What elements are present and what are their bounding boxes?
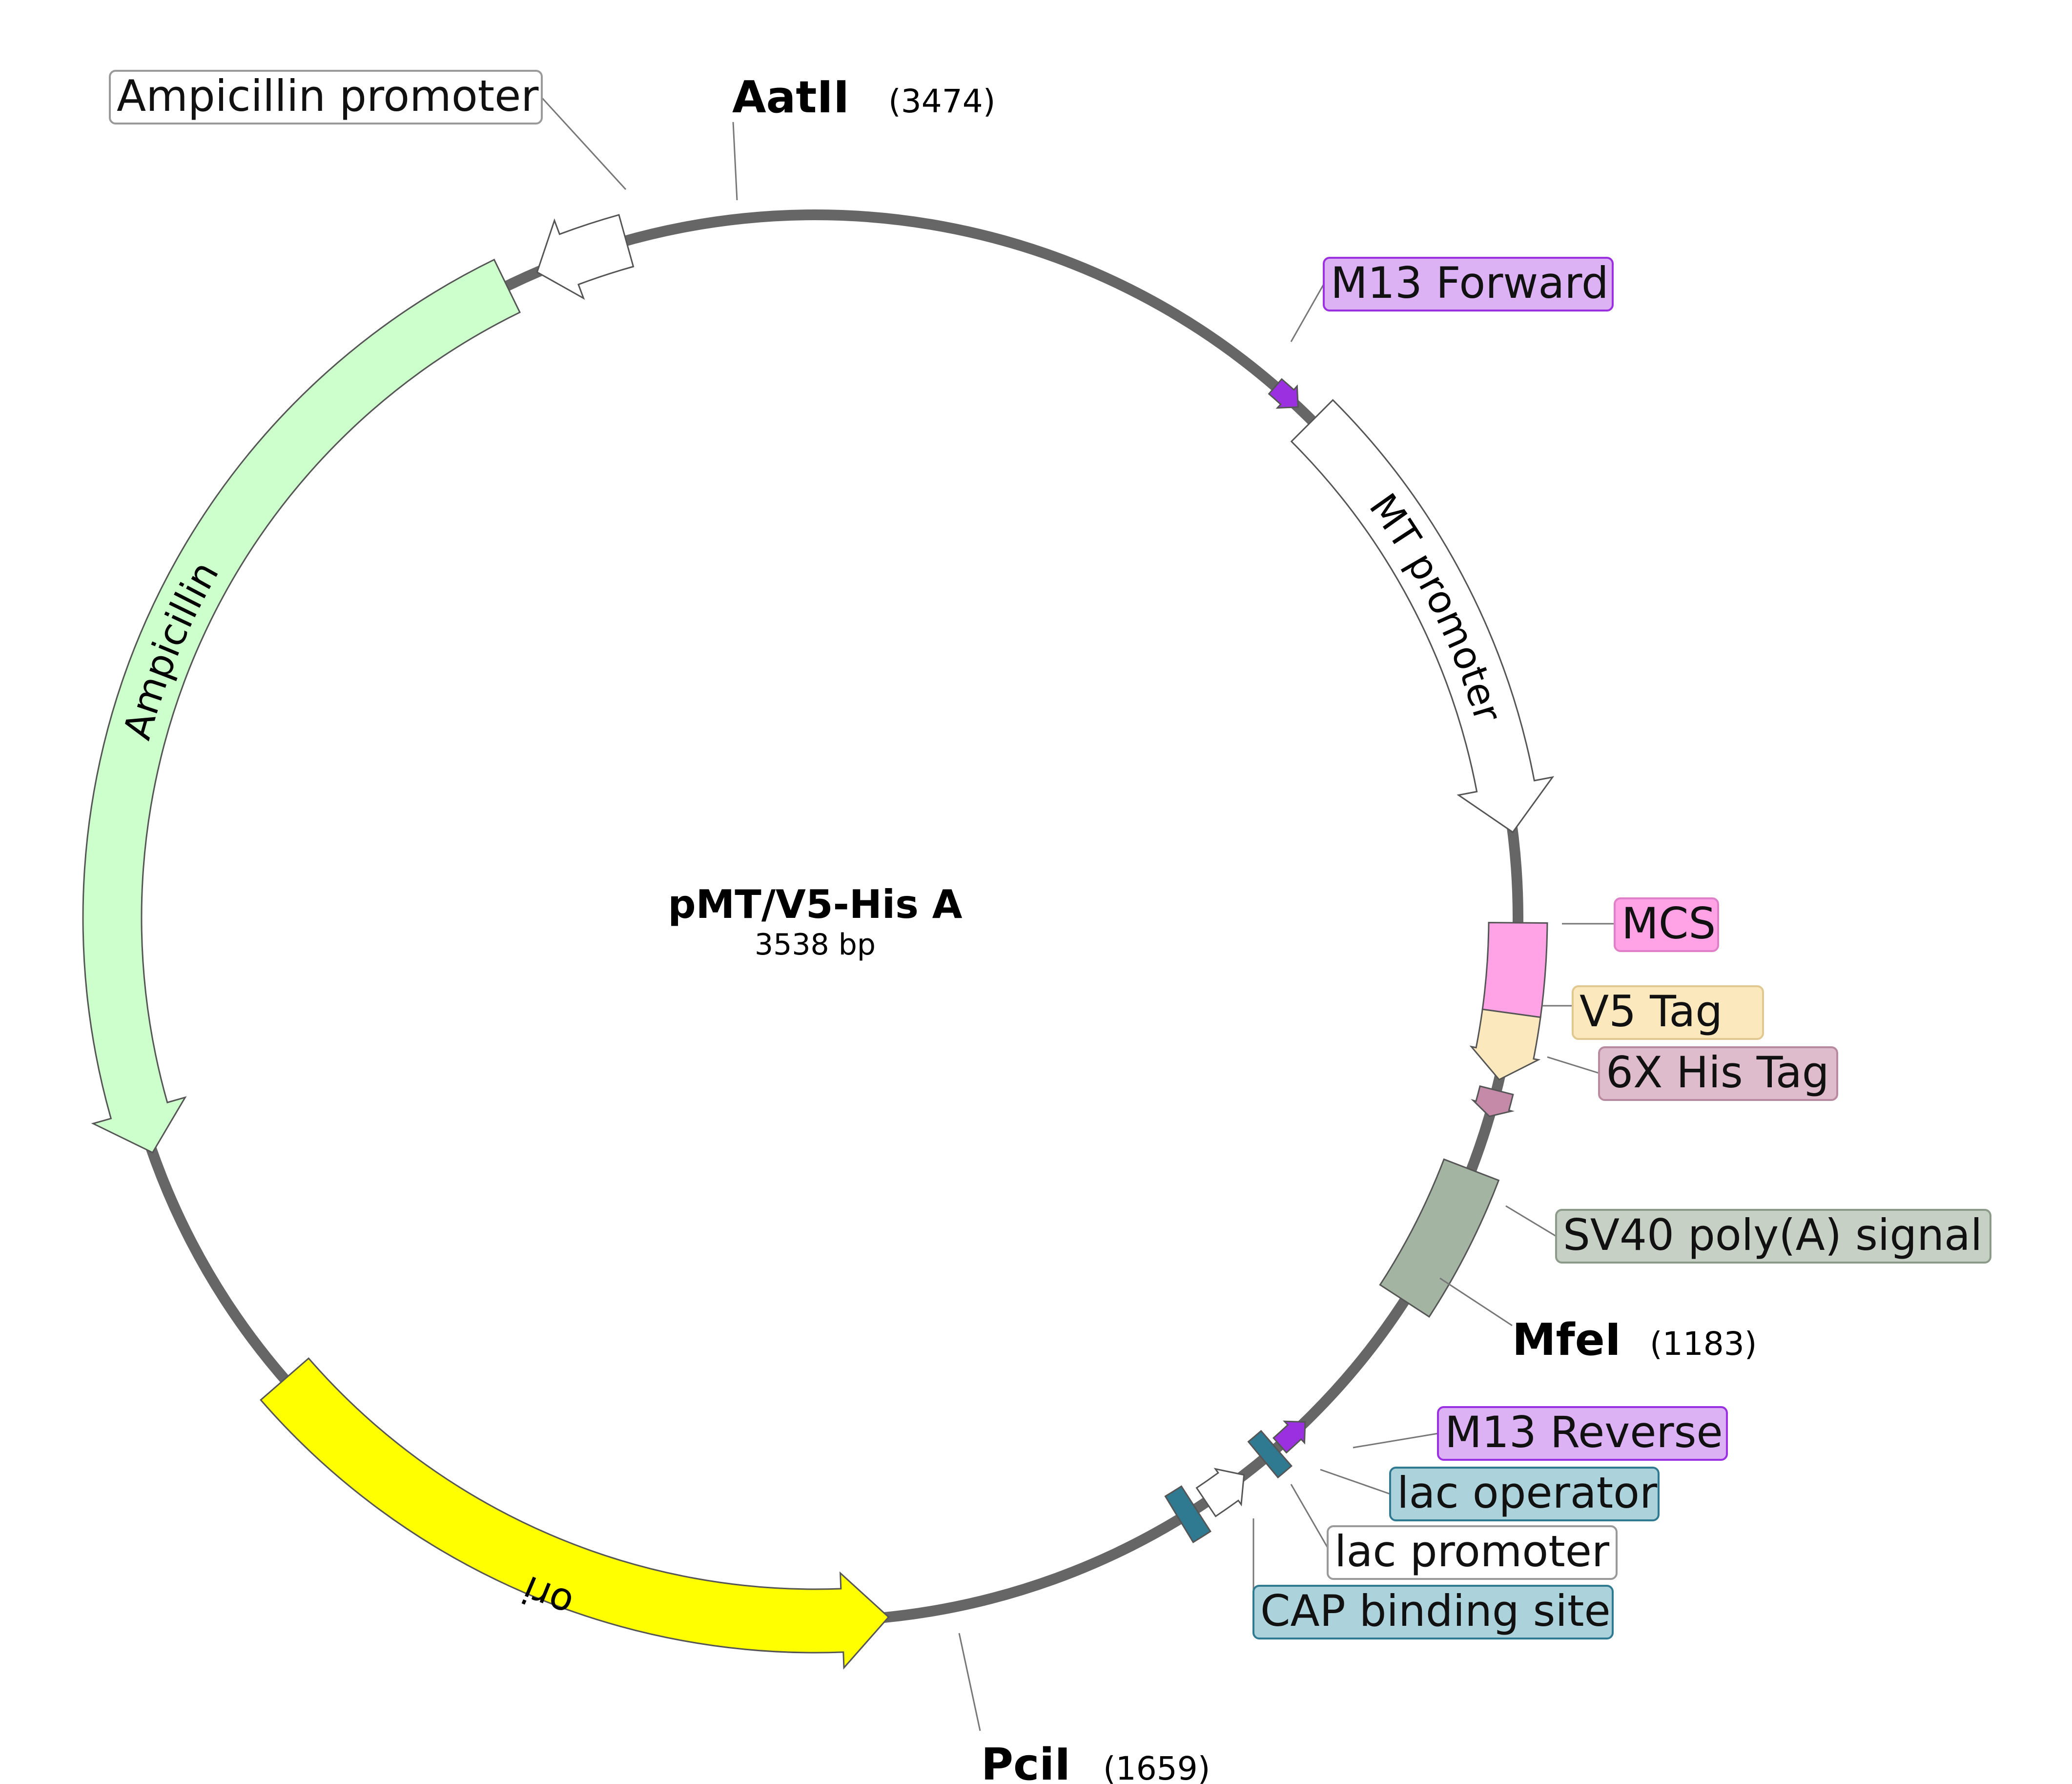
mcs-block (1481, 922, 1548, 1018)
cap-binding-site-label-box (1252, 1585, 1614, 1639)
site-mfei-leader (1439, 1277, 1513, 1327)
m13-reverse-label-leader (1353, 1432, 1438, 1449)
sv40-block (1379, 1158, 1500, 1318)
site-aatii-leader (732, 122, 738, 201)
sv40-label-box (1555, 1209, 1991, 1264)
m13-forward-label-text: M13 Forward (1331, 258, 1609, 308)
m13-reverse-label-box (1437, 1406, 1728, 1461)
site-mfei-position: (1183) (1650, 1325, 1757, 1363)
mt-promoter-label: MT promoter (1360, 486, 1510, 727)
m13-forward-label-leader (1290, 284, 1325, 342)
his-tag-label-box (1598, 1046, 1838, 1101)
lac-promoter-label-text: lac promoter (1334, 1526, 1610, 1577)
ampicillin-promoter-label-leader (541, 97, 627, 190)
v5-tag-label-box (1572, 985, 1764, 1040)
label-leaders (541, 97, 1615, 1731)
cap-binding-site-block (1164, 1485, 1211, 1543)
ampicillin-promoter-arrow (536, 214, 635, 300)
v5-tag-arrow (1469, 1008, 1541, 1081)
lac-operator-label-text: lac operator (1397, 1468, 1658, 1518)
ori-arrow (260, 1357, 890, 1670)
v5-tag-label-text: V5 Tag (1580, 986, 1723, 1037)
lac-operator-label-leader (1320, 1469, 1391, 1495)
sv40-label-leader (1505, 1205, 1557, 1237)
ampicillin-promoter-label-text: Ampicillin promoter (117, 71, 539, 121)
lac-operator-label-box (1389, 1467, 1660, 1521)
mcs-label-box (1614, 897, 1719, 952)
m13-forward-arrow (1268, 378, 1299, 409)
his-tag-arrow (1470, 1085, 1515, 1118)
site-pcii-name: PciI (981, 1739, 1071, 1784)
lac-promoter-label-leader (1290, 1484, 1329, 1548)
site-mfei-name: MfeI (1512, 1314, 1621, 1366)
plasmid-name: pMT/V5-His A (668, 882, 962, 927)
m13-reverse-label-text: M13 Reverse (1445, 1407, 1723, 1457)
m13-reverse-arrow (1272, 1420, 1306, 1454)
site-aatii-name: AatII (732, 72, 849, 123)
lac-promoter-arrow (1195, 1468, 1245, 1517)
site-pcii-position: (1659) (1103, 1750, 1210, 1784)
site-pcii-leader (958, 1633, 981, 1731)
lac-operator-block (1247, 1430, 1293, 1479)
his-tag-label-text: 6X His Tag (1606, 1047, 1829, 1098)
sv40-label-text: SV40 poly(A) signal (1563, 1210, 1982, 1260)
site-aatii-position: (3474) (888, 83, 995, 120)
ampicillin-arrow (82, 258, 521, 1154)
mt-promoter-arrow (1290, 399, 1555, 833)
cap-binding-site-label-text: CAP binding site (1260, 1586, 1611, 1636)
ampicillin-promoter-label-box (109, 70, 543, 124)
plasmid-size: 3538 bp (755, 928, 876, 962)
his-tag-label-leader (1547, 1056, 1600, 1074)
m13-forward-label-box (1323, 257, 1614, 311)
mcs-label-text: MCS (1621, 898, 1716, 949)
lac-promoter-label-box (1327, 1525, 1618, 1580)
